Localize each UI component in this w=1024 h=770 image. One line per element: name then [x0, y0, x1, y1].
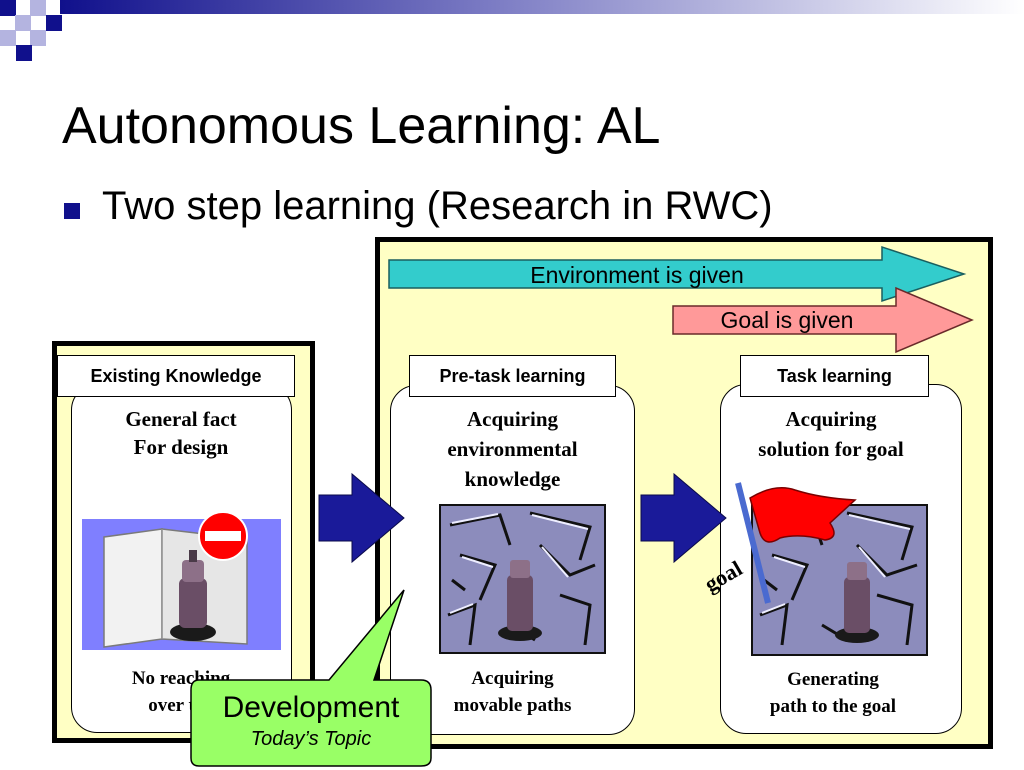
- development-callout-text: Development Today’s Topic: [191, 690, 431, 752]
- existing-top-text: General fact For design: [81, 405, 281, 461]
- pretask-top-text: Acquiring environmental knowledge: [400, 404, 625, 494]
- goal-arrow: [672, 286, 974, 354]
- task-top-line-1: Acquiring: [785, 407, 877, 431]
- no-entry-icon: [198, 511, 248, 561]
- slide-title: Autonomous Learning: AL: [62, 97, 661, 155]
- maze-image: [439, 504, 606, 654]
- environment-arrow-label: Environment is given: [530, 262, 744, 288]
- goal-arrow-label: Goal is given: [720, 307, 854, 333]
- pretask-top-line-1: Acquiring: [466, 407, 558, 431]
- pretask-bottom-line-2: movable paths: [453, 695, 572, 716]
- task-top-line-2: solution for goal: [758, 437, 904, 461]
- pretask-top-line-3: knowledge: [464, 467, 561, 491]
- bullet-text: Two step learning (Research in RWC): [102, 184, 773, 228]
- existing-knowledge-label: Existing Knowledge: [57, 355, 295, 397]
- existing-top-line-2: For design: [133, 435, 229, 459]
- development-subtitle: Today’s Topic: [250, 728, 372, 750]
- robot-icon: [170, 550, 216, 641]
- pretask-bottom-text: Acquiring movable paths: [400, 665, 625, 719]
- development-callout-shape: [190, 589, 432, 767]
- task-bottom-text: Generating path to the goal: [723, 666, 943, 720]
- pretask-bottom-line-1: Acquiring: [471, 668, 554, 689]
- pretask-top-line-2: environmental: [447, 437, 578, 461]
- task-bottom-line-2: path to the goal: [769, 696, 897, 717]
- bullet-square-icon: [64, 203, 80, 219]
- task-label: Task learning: [740, 355, 929, 397]
- pretask-label: Pre-task learning: [409, 355, 616, 397]
- task-top-text: Acquiring solution for goal: [720, 404, 942, 464]
- goal-flag-icon: [735, 482, 857, 604]
- development-title: Development: [222, 691, 400, 724]
- task-bottom-line-1: Generating: [787, 669, 879, 690]
- environment-arrow: [388, 245, 967, 303]
- right-arrow-icon: [318, 472, 405, 564]
- existing-top-line-1: General fact: [125, 407, 237, 431]
- right-arrow-icon-2: [640, 472, 727, 564]
